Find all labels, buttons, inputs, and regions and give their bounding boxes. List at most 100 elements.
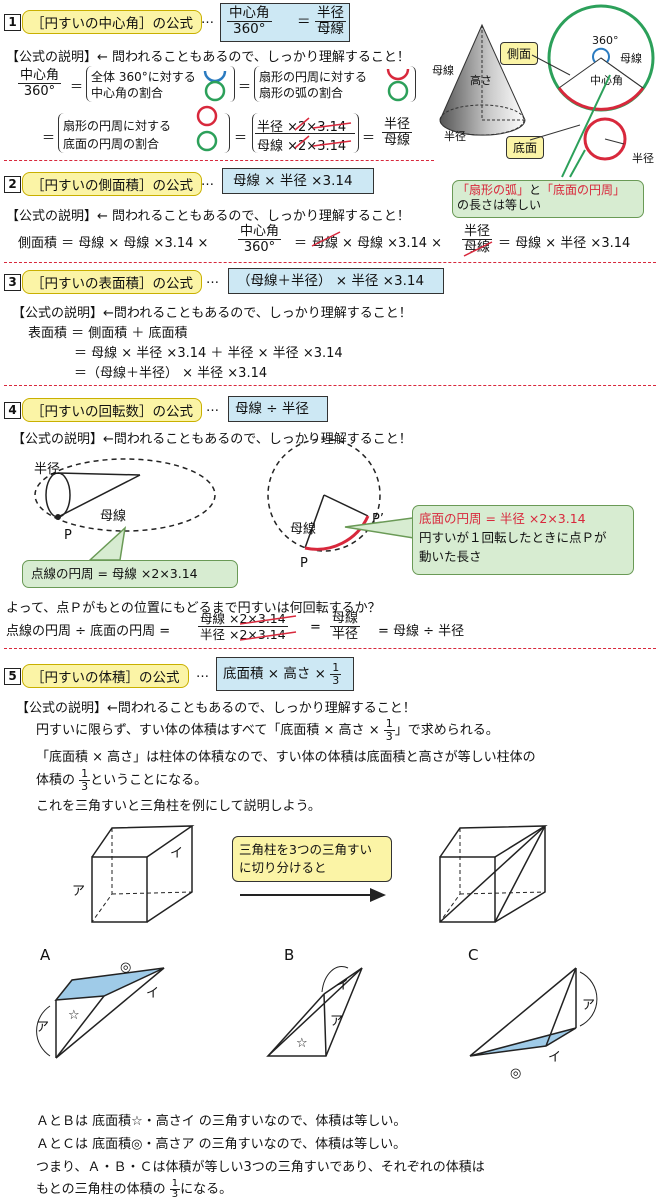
base-circle-diagram	[583, 117, 627, 161]
s5-p2: 「底面積 × 高さ」は柱体の体積なので、すい体の体積は底面積と高さが等しい柱体の	[36, 750, 536, 765]
s5-c4a: もとの三角柱の体積の	[36, 1182, 166, 1197]
row2-r-num: 半径	[382, 117, 413, 133]
formula-equals: ＝	[297, 14, 311, 30]
eq-1d: ＝	[234, 131, 248, 146]
explain-4: 【公式の説明】←問われることもあるので、しっかり理解すること！	[12, 432, 412, 447]
pyr-a-label-a: ア	[36, 1020, 50, 1035]
row2-b1-bot: 底面の円周の割合	[63, 137, 160, 151]
pyr-b-star: ☆	[296, 1036, 308, 1051]
eq-1a: ＝	[70, 80, 84, 95]
row1-lhs-den: 360°	[23, 84, 56, 99]
strike-s2-2	[463, 241, 493, 257]
row1-b2-bot: 扇形の弧の割合	[259, 86, 344, 100]
sector-diagram	[547, 4, 655, 112]
cone-diagram	[439, 23, 526, 136]
pyr-c-label-i: イ	[548, 1050, 562, 1065]
separator-4	[4, 648, 656, 649]
arrow-right-icon	[240, 888, 386, 902]
section-title-3: ［円すいの表面積］の公式	[22, 270, 202, 294]
s5-p4: これを三角すいと三角柱を例にして説明しよう。	[36, 799, 321, 814]
s2-f2-den: 母線	[464, 240, 491, 255]
lbl-bosen-2: 母線	[290, 522, 317, 537]
s2-f1-den: 360°	[243, 240, 276, 255]
pyr-a-circ: ◎	[120, 960, 132, 975]
s4-calc-top: 母線 ×2×3.14	[198, 611, 288, 627]
base-label: 底面	[506, 136, 545, 159]
section-title-1: ［円すいの中心角］の公式	[22, 10, 202, 34]
s5-third-den: 3	[332, 673, 340, 687]
explain-3: 【公式の説明】←問われることもあるので、しっかり理解すること！	[12, 306, 412, 321]
arrow-box: 三角柱を3つの三角すい に切り分けると	[232, 836, 392, 882]
s5-p3a: 体積の	[36, 773, 76, 788]
s4-calc-bot: 半径 ×2×3.14	[200, 627, 286, 642]
row2-b1-top: 扇形の円周に対する	[63, 119, 172, 133]
s3-line-3: ＝（母線＋半径） × 半径 ×3.14	[74, 366, 268, 381]
s2-line-b-1: 母線	[312, 236, 339, 251]
cone-label-bosen: 母線	[432, 64, 454, 77]
ellipsis-1: …	[201, 12, 214, 27]
s3-line-2: ＝ 母線 × 半径 ×3.14 ＋ 半径 × 半径 ×3.14	[74, 346, 343, 361]
strike-s4	[239, 615, 297, 641]
formula-box-4: 母線 ÷ 半径	[228, 396, 328, 422]
section-title-5: ［円すいの体積］の公式	[22, 664, 189, 688]
bracket-4: 半径 ×2×3.14 母線 ×2×3.14	[252, 113, 359, 154]
formula-box-2: 母線 × 半径 ×3.14	[222, 168, 374, 194]
bubble2-l2: 円すいが１回転したときに点Ｐが	[419, 530, 607, 545]
formula-denominator: 360°	[232, 21, 266, 37]
section-number-4: 4	[4, 402, 21, 419]
prism-cut-diagram	[439, 825, 548, 923]
s5-p3-third-num: 1	[79, 767, 91, 781]
lbl-p-3: P	[300, 556, 308, 571]
pyramid-c-diagram	[469, 967, 598, 1057]
formula-r-numerator: 半径	[315, 5, 346, 22]
pyramid-b-diagram	[266, 966, 363, 1057]
label-C: C	[468, 946, 479, 964]
s5-p1b: 」で求められる。	[394, 723, 499, 738]
note-b: 「底面の円周」	[541, 183, 626, 197]
note-rest: の長さは等しい	[457, 198, 542, 212]
pyr-c-label-a: ア	[582, 998, 596, 1013]
s5-conclusion-3: つまり、Ａ・Ｂ・Ｃは体積が等しい3つの三角すいであり、それぞれの体積は	[36, 1160, 485, 1175]
formula-box-3: （母線＋半径） × 半径 ×3.14	[228, 268, 444, 294]
s2-line-b-2: × 母線 ×3.14 ×	[342, 236, 443, 251]
s5-c4b: になる。	[180, 1182, 233, 1197]
eq-1e: ＝	[362, 131, 376, 146]
eq-1c: ＝	[42, 131, 56, 146]
label-B: B	[284, 946, 295, 964]
label-A: A	[40, 946, 51, 964]
s5-c4-third-den: 3	[171, 1189, 179, 1200]
s5-p3b: ということになる。	[90, 773, 208, 788]
s5-c4-third-num: 1	[169, 1178, 181, 1190]
bubble2-l1: 底面の円周 = 半径 ×2×3.14	[419, 511, 586, 526]
prism-diagram	[91, 825, 195, 923]
bracket-2: 扇形の円周に対する 扇形の弧の割合	[254, 66, 416, 102]
ratio-circles-icon-3	[196, 105, 218, 152]
pyr-a-star: ☆	[68, 1008, 80, 1023]
rolling-circle-diagram	[267, 438, 381, 552]
s2-f2-num: 半径	[462, 224, 493, 240]
formula-r-denominator: 母線	[317, 21, 344, 37]
pointer-lines	[529, 54, 611, 178]
note-and: と	[529, 183, 542, 197]
s5-conclusion-2: ＡとＣは 底面積◎・高さア の三角すいなので、体積は等しい。	[36, 1137, 407, 1152]
lbl-p: P	[64, 528, 72, 543]
explain-1: 【公式の説明】← 問われることもあるので、しっかり理解すること！	[6, 50, 410, 65]
row1-b1-bot: 中心角の割合	[91, 86, 164, 100]
s5-formula: 底面積 × 高さ ×	[223, 666, 326, 682]
side-label: 側面	[500, 42, 539, 65]
explain-2: 【公式の説明】← 問われることもあるので、しっかり理解すること！	[6, 209, 410, 224]
cone-label-takasa: 高さ	[470, 74, 492, 87]
ratio-circles-icon-2	[386, 68, 410, 102]
bracket-3: 扇形の円周に対する 底面の円周の割合	[58, 113, 230, 153]
strike-s2-1	[311, 231, 341, 247]
bubble2-l3: 動いた長さ	[419, 549, 482, 564]
bracket-1: 全体 360°に対する 中心角の割合	[86, 66, 232, 102]
separator-2	[4, 262, 656, 263]
section-title-4: ［円すいの回転数］の公式	[22, 398, 202, 422]
pyr-a-label-i: イ	[146, 986, 160, 1001]
s2-eq-b: ＝	[294, 236, 308, 251]
row2-r-den: 母線	[384, 133, 411, 148]
formula-numerator: 中心角	[227, 5, 272, 22]
